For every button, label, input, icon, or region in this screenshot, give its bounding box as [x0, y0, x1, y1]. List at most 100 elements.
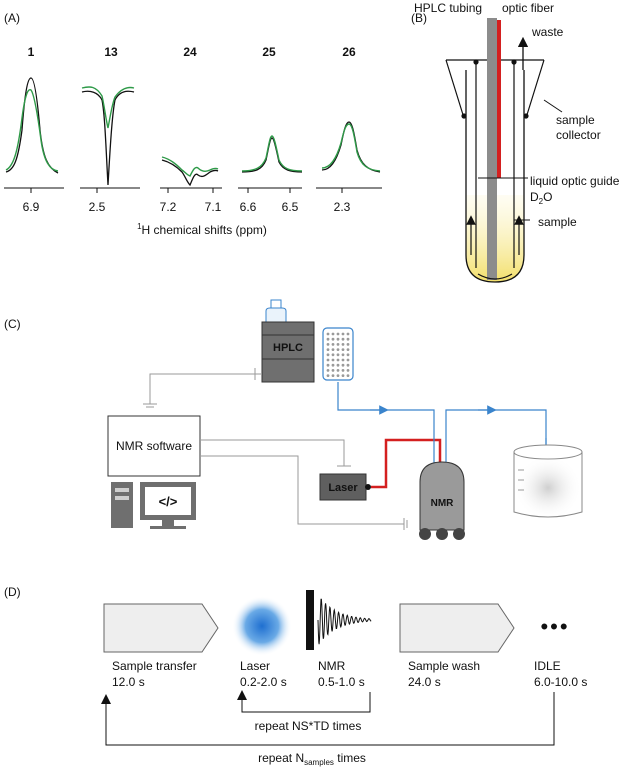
plate-well: [341, 332, 345, 336]
panel-d: (D) ••• Sample transfer 12.0 s Laser 0.2…: [4, 585, 587, 767]
plate-well: [331, 358, 335, 362]
spectrum-26: 26 2.3: [316, 45, 382, 214]
nmr-leg: [419, 528, 431, 540]
tick-label: 7.1: [205, 200, 222, 214]
plate-well: [341, 337, 345, 341]
trace-green: [5, 88, 59, 172]
repeat-outer-label: repeat Nsamples times: [258, 751, 366, 767]
step-arrow-sample-wash: [399, 603, 515, 653]
plate-well: [336, 343, 340, 346]
plate-wells: [326, 332, 350, 377]
beaker-icon: [513, 452, 583, 518]
plate-well: [336, 363, 340, 367]
axis-title-text: H chemical shifts (ppm): [142, 223, 267, 237]
trace-green: [161, 156, 219, 177]
nmr-leg: [453, 528, 465, 540]
trace-green: [241, 135, 303, 172]
plate-well: [346, 348, 350, 351]
plate-well: [336, 348, 340, 351]
nmr-software-label: NMR software: [116, 439, 192, 453]
spectrum-title: 24: [183, 45, 197, 59]
plate-well: [331, 337, 335, 341]
step-time: 0.2-2.0 s: [240, 675, 287, 689]
panel-c-label: (C): [4, 317, 21, 331]
fid-signal-icon: [317, 598, 372, 645]
plate-well: [326, 348, 330, 351]
laser-fiber: [371, 438, 442, 489]
label-sample-collector-2: collector: [556, 128, 601, 142]
label-sample: sample: [538, 215, 577, 229]
trace-black: [81, 90, 135, 186]
plate-well: [326, 332, 330, 336]
collector-joint: [523, 113, 529, 119]
spectrum-1: 1 6.9: [4, 45, 64, 214]
tick-label: 2.3: [334, 200, 351, 214]
label-waste: waste: [531, 25, 564, 39]
tick-label: 2.5: [89, 200, 106, 214]
monitor-base: [150, 526, 186, 529]
bottle-icon: [270, 299, 282, 309]
panel-b-label: (B): [411, 11, 427, 25]
label-optic-fiber: optic fiber: [502, 1, 554, 15]
rf-pulse-icon: [306, 590, 314, 650]
plate-well: [326, 353, 330, 357]
hplc-instrument: [261, 321, 315, 383]
tick-label: 6.6: [240, 200, 257, 214]
plate-well: [336, 369, 340, 372]
optic-fiber-shape: [497, 20, 501, 178]
step-time: 12.0 s: [112, 675, 145, 689]
plate-well: [331, 374, 335, 377]
plate-well: [346, 374, 350, 377]
spectrum-title: 13: [104, 45, 118, 59]
d2o-tail: O: [543, 190, 552, 204]
panel-d-label: (D): [4, 585, 21, 599]
collector-joint: [511, 59, 517, 65]
tick-label: 6.5: [282, 200, 299, 214]
tower-slot: [115, 488, 129, 492]
step-arrow-sample-transfer: [103, 603, 219, 653]
outer-loop-arrowhead: [101, 694, 111, 704]
spectrum-24: 24 7.2 7.1: [160, 45, 222, 214]
repeat-outer-pre: repeat N: [258, 751, 304, 765]
tick-label: 6.9: [23, 200, 40, 214]
spectrum-13: 13 2.5: [80, 45, 140, 214]
plate-well: [336, 374, 340, 377]
step-name: NMR: [318, 659, 346, 673]
flow-arrow: [477, 273, 513, 280]
label-liquid-optic-guide: liquid optic guide: [530, 174, 620, 188]
monitor-stand: [162, 520, 174, 526]
plate-well: [346, 332, 350, 336]
plate-well: [346, 343, 350, 346]
plate-well: [326, 374, 330, 377]
repeat-outer-sub: samples: [304, 758, 334, 767]
trace-black: [241, 137, 303, 173]
plate-well: [331, 348, 335, 351]
ground-wire: [200, 455, 404, 525]
panel-b: (B) HPLC tubing optic fiber waste sample…: [411, 1, 620, 283]
d2o-sub: 2: [539, 197, 544, 206]
idle-dots: •••: [540, 614, 569, 639]
plate-well: [341, 343, 345, 346]
label-hplc-tubing: HPLC tubing: [414, 1, 482, 15]
plate-well: [346, 337, 350, 341]
nmr-software-box: [107, 415, 201, 477]
trace-black: [161, 159, 219, 187]
plate-well: [341, 353, 345, 357]
plate-well: [346, 363, 350, 367]
step-time: 6.0-10.0 s: [534, 675, 587, 689]
hplc-tubing-shape: [487, 18, 497, 280]
plate-well: [346, 369, 350, 372]
plate-well: [336, 337, 340, 341]
bottle-body: [265, 307, 287, 323]
ground-wire: [149, 373, 262, 404]
plate-well: [331, 332, 335, 336]
hplc-label: HPLC: [273, 342, 303, 354]
axis-title-sup: 1: [137, 222, 142, 231]
step-name: Sample wash: [408, 659, 480, 673]
tick-label: 7.2: [160, 200, 177, 214]
nmr-label: NMR: [431, 498, 455, 509]
plate-well: [326, 343, 330, 346]
repeat-inner-label: repeat NS*TD times: [255, 719, 362, 733]
inner-loop-arrowhead: [237, 690, 247, 700]
